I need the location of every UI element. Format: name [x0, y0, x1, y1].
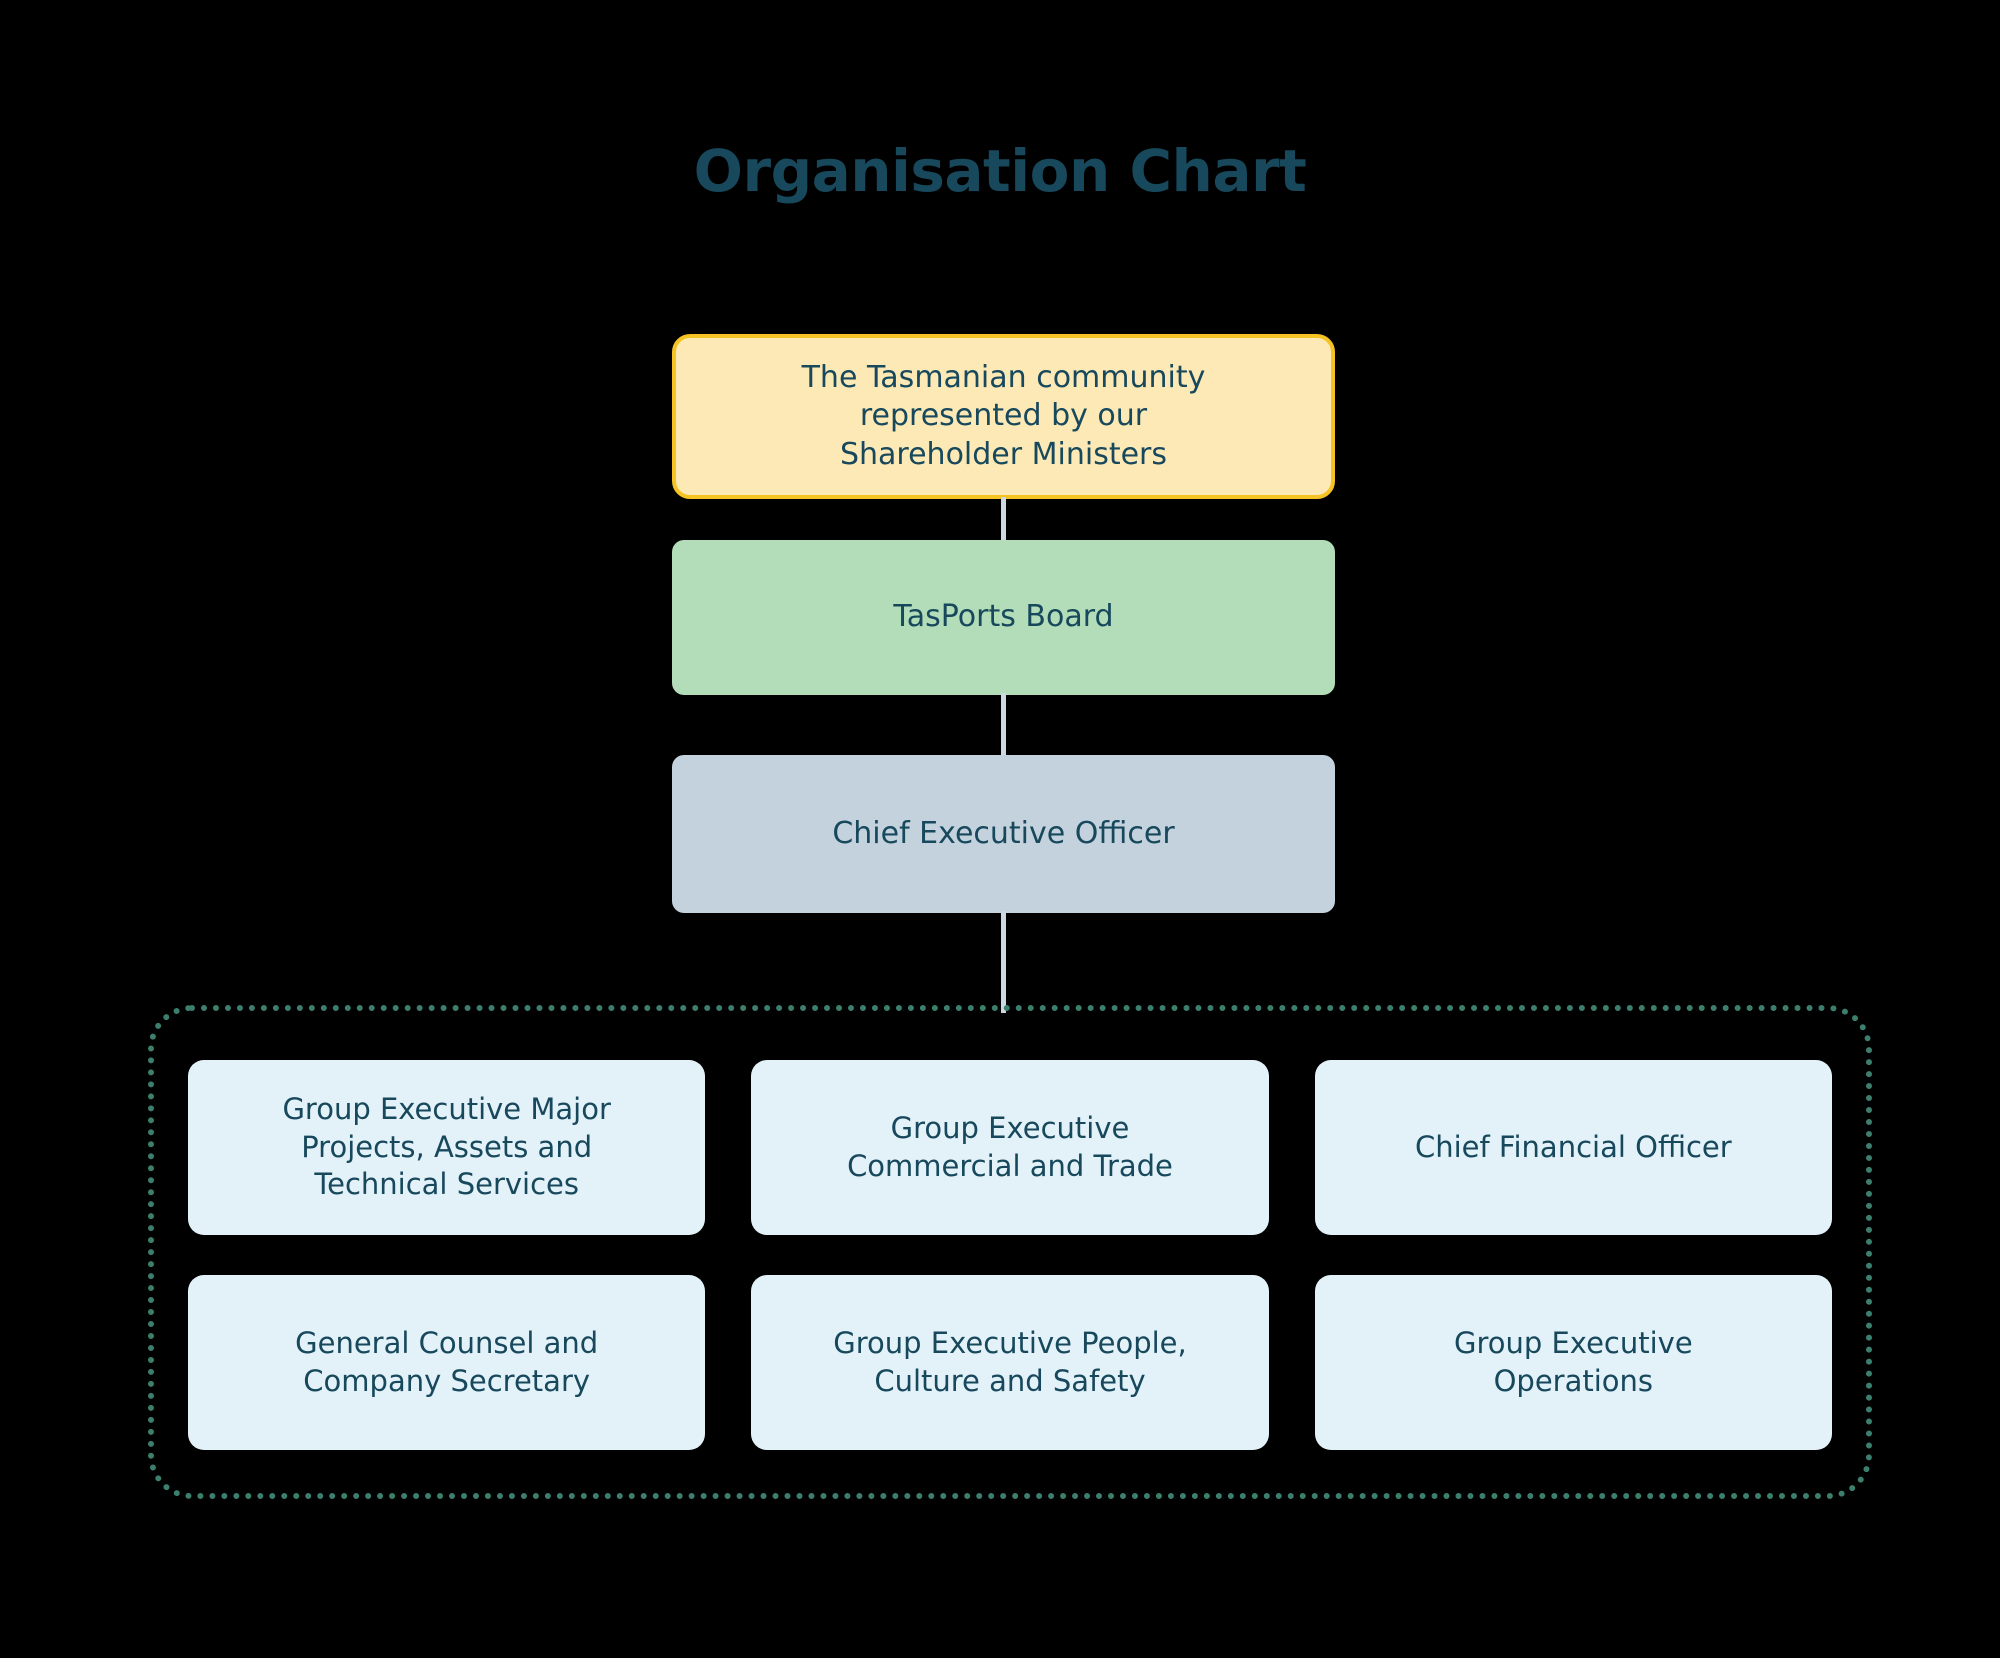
node-tasmanian-community-label: The Tasmanian community represented by o… [801, 359, 1206, 472]
node-group-executive-operations[interactable]: Group Executive Operations [1314, 1275, 1832, 1450]
connector-ceo-to-executive-group [1001, 911, 1006, 1013]
node-group-executive-operations-label: Group Executive Operations [1453, 1325, 1693, 1398]
page-title: Organisation Chart [693, 137, 1307, 205]
connector-community-to-board [1001, 497, 1006, 543]
node-group-executive-commercial-and-trade-label: Group Executive Commercial and Trade [847, 1110, 1173, 1183]
executive-group-boundary [148, 1005, 1872, 1499]
executive-grid: Group Executive Major Projects, Assets a… [188, 1060, 1832, 1450]
node-group-executive-major-projects[interactable]: Group Executive Major Projects, Assets a… [188, 1060, 706, 1235]
node-group-executive-people-culture-and-safety-label: Group Executive People, Culture and Safe… [833, 1325, 1187, 1398]
node-chief-executive-officer-label: Chief Executive Officer [832, 815, 1175, 851]
node-chief-executive-officer[interactable]: Chief Executive Officer [672, 755, 1335, 913]
node-general-counsel-and-company-secretary-label: General Counsel and Company Secretary [295, 1325, 599, 1398]
node-tasports-board[interactable]: TasPorts Board [672, 540, 1335, 695]
connector-board-to-ceo [1001, 693, 1006, 757]
node-general-counsel-and-company-secretary[interactable]: General Counsel and Company Secretary [188, 1275, 706, 1450]
node-group-executive-commercial-and-trade[interactable]: Group Executive Commercial and Trade [751, 1060, 1269, 1235]
node-group-executive-major-projects-label: Group Executive Major Projects, Assets a… [282, 1091, 611, 1202]
node-chief-financial-officer-label: Chief Financial Officer [1414, 1129, 1732, 1164]
node-tasports-board-label: TasPorts Board [893, 599, 1114, 635]
node-tasmanian-community[interactable]: The Tasmanian community represented by o… [672, 334, 1335, 499]
node-chief-financial-officer[interactable]: Chief Financial Officer [1314, 1060, 1832, 1235]
node-group-executive-people-culture-and-safety[interactable]: Group Executive People, Culture and Safe… [751, 1275, 1269, 1450]
